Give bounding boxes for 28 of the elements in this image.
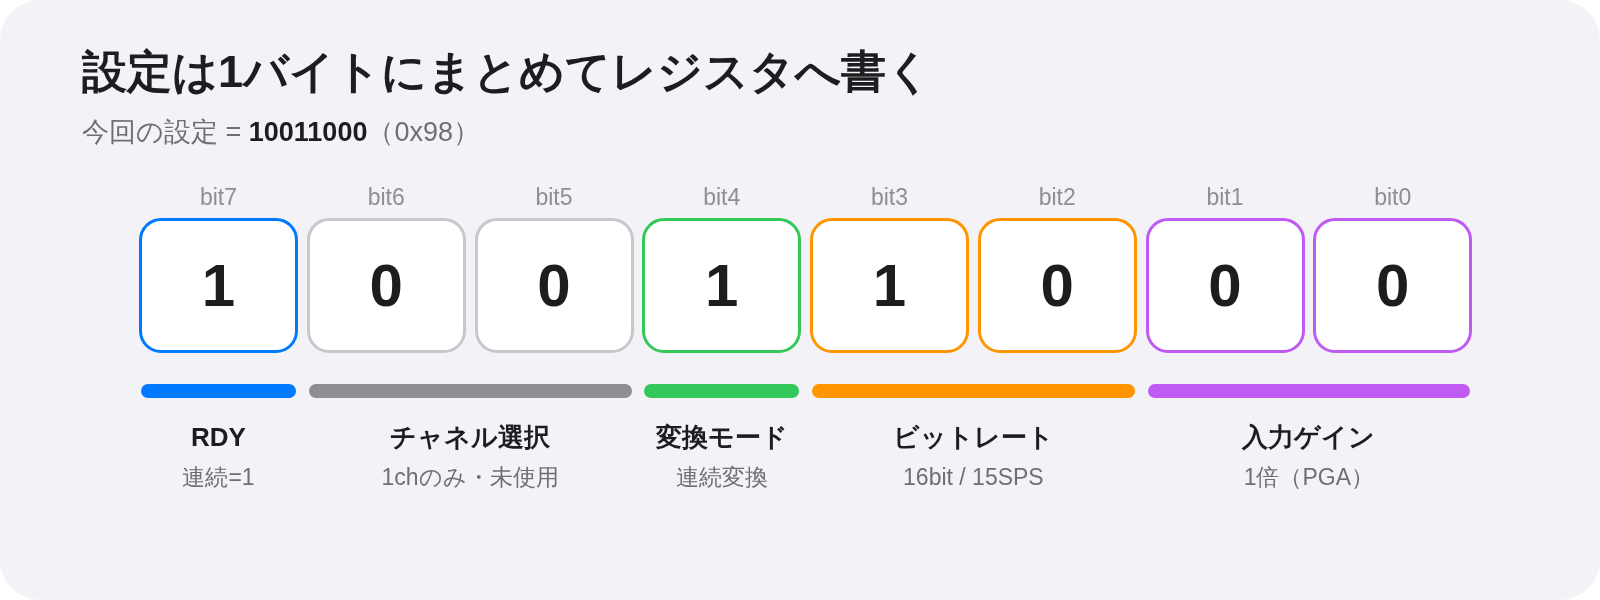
bit-label: bit6 bbox=[367, 183, 405, 212]
field-description: 連続=1 bbox=[182, 463, 255, 492]
field-description: 連続変換 bbox=[675, 463, 768, 492]
bit-box: 0 bbox=[1313, 218, 1473, 353]
field-description: 16bit / 15SPS bbox=[903, 463, 1044, 492]
bit-box: 1 bbox=[139, 218, 298, 353]
bit-label: bit7 bbox=[199, 183, 238, 212]
bit-label: bit0 bbox=[1374, 183, 1412, 212]
bit-label: bit5 bbox=[535, 183, 573, 212]
title: 設定は1バイトにまとめてレジスタへ書く bbox=[82, 45, 933, 99]
bit-label: bit3 bbox=[870, 183, 909, 212]
field-name: 変換モード bbox=[655, 421, 788, 453]
subtitle: 今回の設定 = 10011000（0x98） bbox=[82, 116, 480, 149]
bit-box: 1 bbox=[642, 218, 802, 353]
bit-box: 0 bbox=[306, 218, 466, 353]
bit-label: bit1 bbox=[1206, 183, 1244, 212]
bit-box: 0 bbox=[474, 218, 634, 353]
bit-label: bit2 bbox=[1038, 183, 1076, 212]
field-name: 入力ゲイン bbox=[1242, 421, 1376, 453]
field-description: 1倍（PGA） bbox=[1243, 463, 1375, 492]
field-name: ビットレート bbox=[892, 421, 1054, 453]
bit-box: 0 bbox=[1145, 218, 1305, 353]
field-name: チャネル選択 bbox=[390, 421, 551, 453]
bit-box: 1 bbox=[810, 218, 969, 353]
field-name: RDY bbox=[191, 421, 246, 453]
bit-label: bit4 bbox=[703, 183, 741, 212]
field-description: 1chのみ・未使用 bbox=[381, 463, 559, 492]
bit-box: 0 bbox=[977, 218, 1137, 353]
